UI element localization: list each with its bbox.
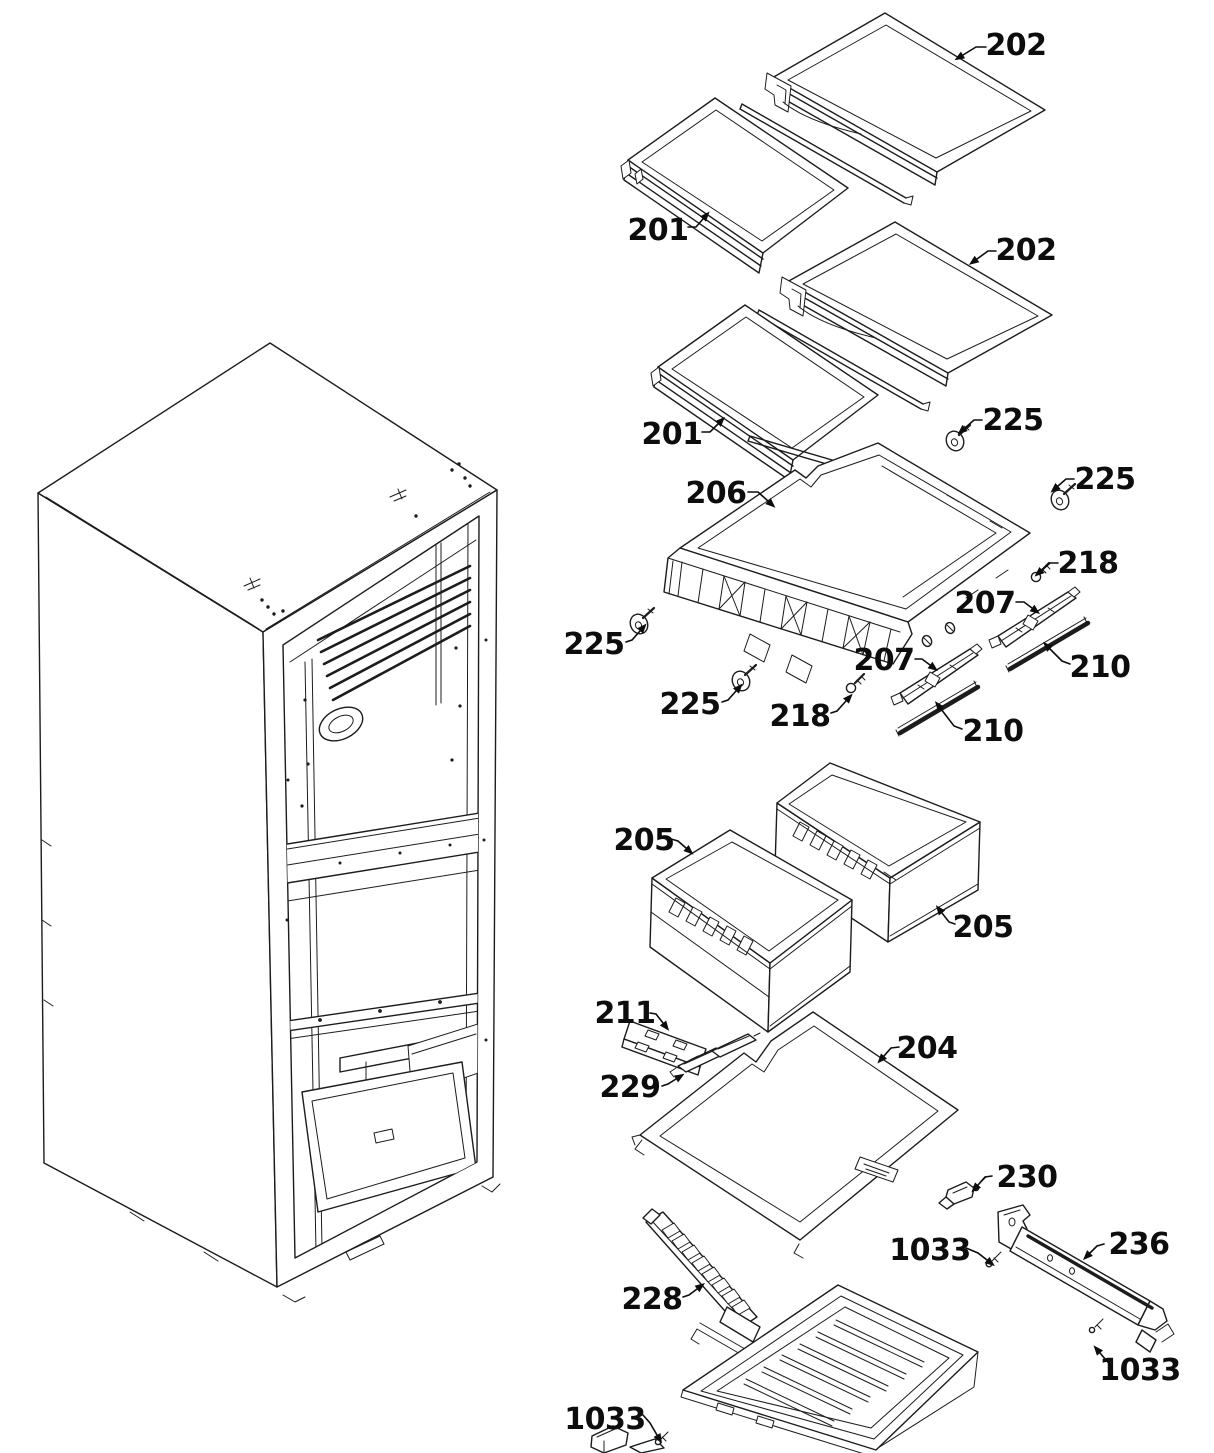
- cabinet-interior: [283, 521, 479, 1253]
- plate-211: [621, 1020, 707, 1076]
- callout-label: 202: [995, 233, 1056, 268]
- shelf-202-top: [739, 12, 1046, 206]
- fastener-225-d: [731, 663, 758, 692]
- callout-210: 210: [934, 701, 1024, 749]
- bracket-229: [669, 1032, 761, 1078]
- callout-label: 225: [563, 627, 624, 662]
- cover-204: [631, 1011, 959, 1259]
- callout-label: 230: [996, 1160, 1057, 1195]
- fastener-225-c: [629, 606, 656, 635]
- callout-label: 210: [962, 714, 1023, 749]
- shelf-201-mid: [650, 304, 879, 481]
- callout-label: 225: [659, 687, 720, 722]
- callout-236: 236: [1082, 1227, 1170, 1262]
- callout-1033: 1033: [889, 1233, 995, 1268]
- callout-211: 211: [594, 996, 670, 1031]
- callout-206: 206: [685, 476, 776, 511]
- callout-label: 218: [769, 699, 830, 734]
- shelf-assembly-206: [663, 442, 1031, 684]
- callout-label: 201: [627, 213, 688, 248]
- callout-label: 225: [982, 403, 1043, 438]
- fastener-225-b: [1050, 482, 1077, 511]
- callout-label: 207: [853, 643, 914, 678]
- cabinet: [37, 342, 501, 1303]
- pan-bottom: [680, 1284, 979, 1453]
- callout-225: 225: [563, 623, 647, 662]
- callout-201: 201: [641, 416, 726, 452]
- callout-label: 202: [985, 28, 1046, 63]
- callout-205: 205: [935, 905, 1014, 945]
- callout-label: 1033: [889, 1233, 971, 1268]
- callout-label: 207: [954, 586, 1015, 621]
- callout-218: 218: [769, 693, 853, 734]
- callout-229: 229: [599, 1070, 685, 1105]
- callout-label: 225: [1074, 462, 1135, 497]
- screw-1033-right: [1088, 1318, 1104, 1334]
- screw-218-b: [845, 672, 866, 694]
- callout-230: 230: [971, 1160, 1058, 1195]
- callout-207: 207: [853, 643, 938, 678]
- callout-205: 205: [613, 823, 694, 858]
- callout-label: 229: [599, 1070, 660, 1105]
- callout-228: 228: [621, 1282, 705, 1317]
- drawer-205-right: [774, 762, 981, 943]
- grille-228: [642, 1208, 761, 1356]
- callout-202: 202: [954, 28, 1047, 63]
- callout-label: 206: [685, 476, 746, 511]
- callouts-layer: 202 201 202 201 225 225 206 218 207 210 207 225 225 2…: [563, 28, 1181, 1444]
- callout-204: 204: [877, 1031, 958, 1066]
- shelf-202-mid: [756, 221, 1053, 412]
- callout-1033: 1033: [1093, 1345, 1181, 1388]
- callout-225: 225: [957, 403, 1044, 438]
- callout-201: 201: [627, 211, 710, 248]
- callout-210: 210: [1042, 641, 1131, 685]
- callout-label: 211: [594, 996, 655, 1031]
- callout-label: 205: [613, 823, 674, 858]
- mounting-pins: [921, 621, 956, 648]
- rail-236: [997, 1204, 1175, 1353]
- callout-label: 228: [621, 1282, 682, 1317]
- callout-202: 202: [968, 233, 1057, 268]
- callout-label: 210: [1069, 650, 1130, 685]
- callout-label: 1033: [1099, 1353, 1181, 1388]
- callout-207: 207: [954, 586, 1040, 621]
- drawer-205-left: [649, 829, 853, 1033]
- callout-label: 218: [1057, 546, 1118, 581]
- callout-label: 205: [952, 910, 1013, 945]
- callout-label: 236: [1108, 1227, 1169, 1262]
- callout-label: 204: [896, 1031, 957, 1066]
- slide-rail-207-b: [890, 643, 983, 706]
- callout-label: 201: [641, 417, 702, 452]
- callout-label: 1033: [564, 1402, 646, 1437]
- callout-1033: 1033: [564, 1402, 663, 1444]
- callout-225: 225: [1050, 462, 1136, 497]
- callout-225: 225: [659, 683, 743, 722]
- callout-218: 218: [1034, 546, 1119, 581]
- slide-rail-207-a: [988, 586, 1081, 649]
